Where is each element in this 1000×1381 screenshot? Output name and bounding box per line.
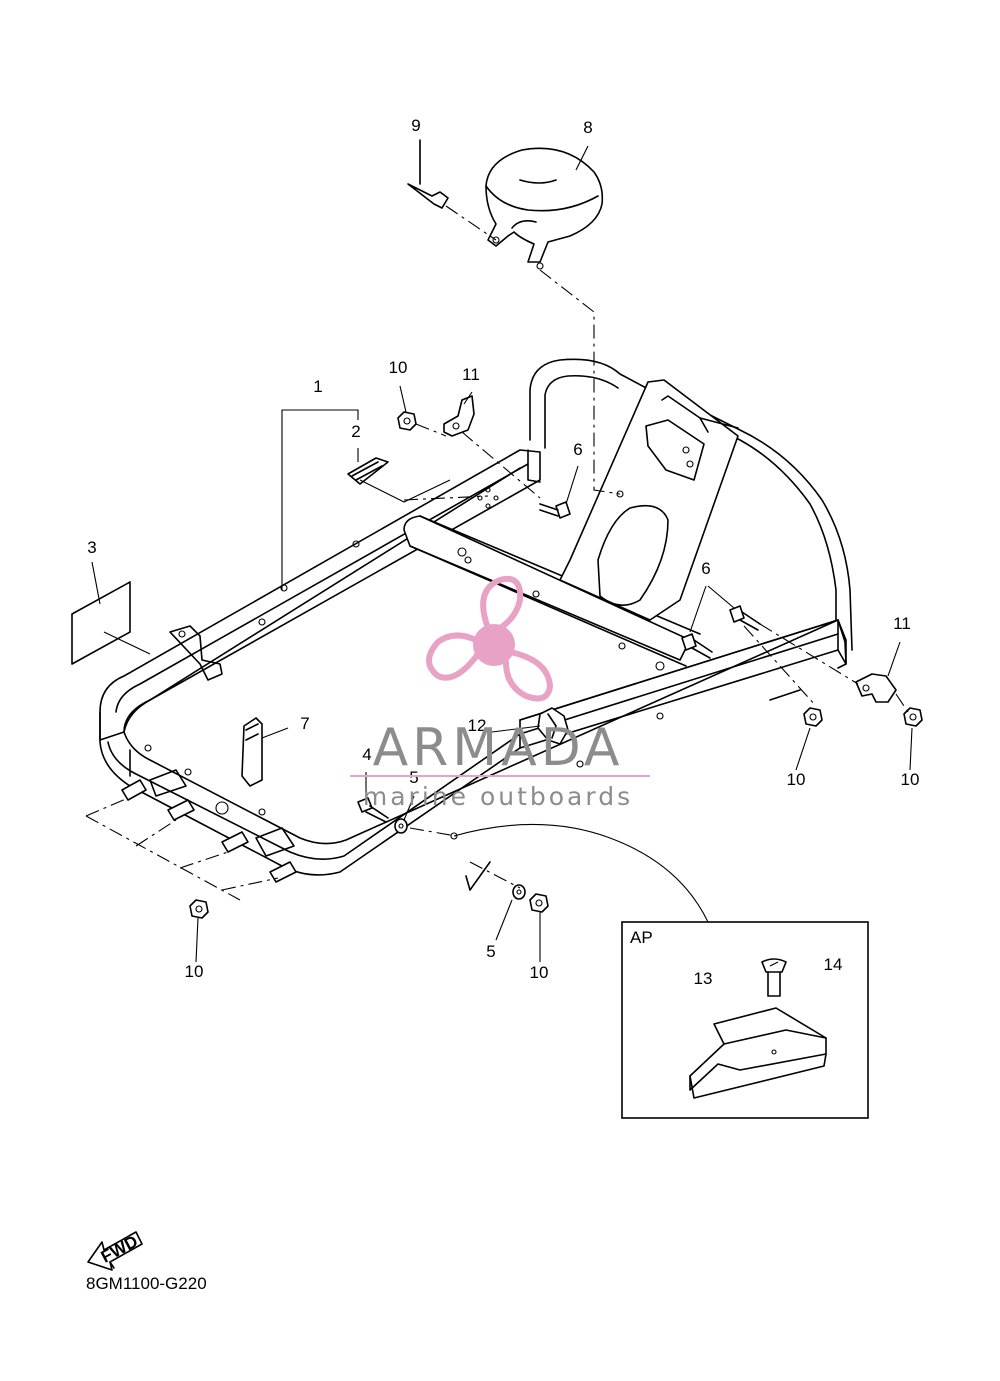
callout-c5a: 5 [409,768,418,787]
armada-watermark: ARMADA marine outboards [350,576,650,811]
callout-c11a: 11 [462,365,480,384]
callout-c7: 7 [300,714,309,733]
nut-10-d [189,899,209,919]
callout-c11b: 11 [893,614,911,633]
nut-10-e [529,893,549,913]
fasteners [121,411,923,919]
part-3-label [71,581,131,665]
callout-c10e: 10 [530,963,549,982]
watermark-title: ARMADA [373,718,624,778]
callout-c2: 2 [351,422,360,441]
callout-c13: 13 [694,969,713,988]
nut-10-c [903,707,923,727]
stud-c [221,831,249,853]
callout-c9: 9 [411,116,420,135]
nut-10-a [397,411,417,431]
callout-c10b: 10 [787,770,806,789]
stud-d [269,861,297,883]
leader-lines [85,142,913,1046]
callout-c12: 12 [468,716,487,735]
washer-5-a [394,818,408,834]
propeller-logo [426,576,554,702]
stud-a [121,779,147,801]
washer-5-b [512,884,526,900]
bolt-4 [357,797,389,823]
part-8-cushion [485,147,604,270]
callout-c4: 4 [362,745,371,764]
part-11-clamp-a [443,395,475,437]
callout-c1: 1 [313,377,322,396]
bolt-6-b [729,605,761,631]
diagram-part-code: 8GM1100-G220 [86,1274,207,1293]
callout-c10d: 10 [185,962,204,981]
inset-ap-box: AP [621,921,869,1119]
nut-10-b [803,707,823,727]
watermark-subtitle: marine outboards [363,782,633,811]
bolt-6-c [681,633,713,659]
callout-c5b: 5 [486,942,495,961]
callout-c14: 14 [824,955,843,974]
fwd-direction-arrow: FWD [87,1231,143,1271]
part-7-strap [241,717,263,787]
part-2-grommet [347,457,389,485]
part-11-clamp-b [855,673,897,703]
callout-c10c: 10 [901,770,920,789]
callout-c6b: 6 [701,559,710,578]
bolt-6-a [539,501,571,519]
callout-c6a: 6 [573,440,582,459]
part-9-rivet [407,139,449,209]
callout-c10a: 10 [389,358,408,377]
callout-c3: 3 [87,538,96,557]
inset-ap-label: AP [630,928,653,947]
part-12-clip [537,707,569,745]
fwd-label: FWD [98,1232,141,1267]
callout-c8: 8 [583,118,592,137]
frame-assembly [99,358,853,891]
stud-b [167,799,195,821]
